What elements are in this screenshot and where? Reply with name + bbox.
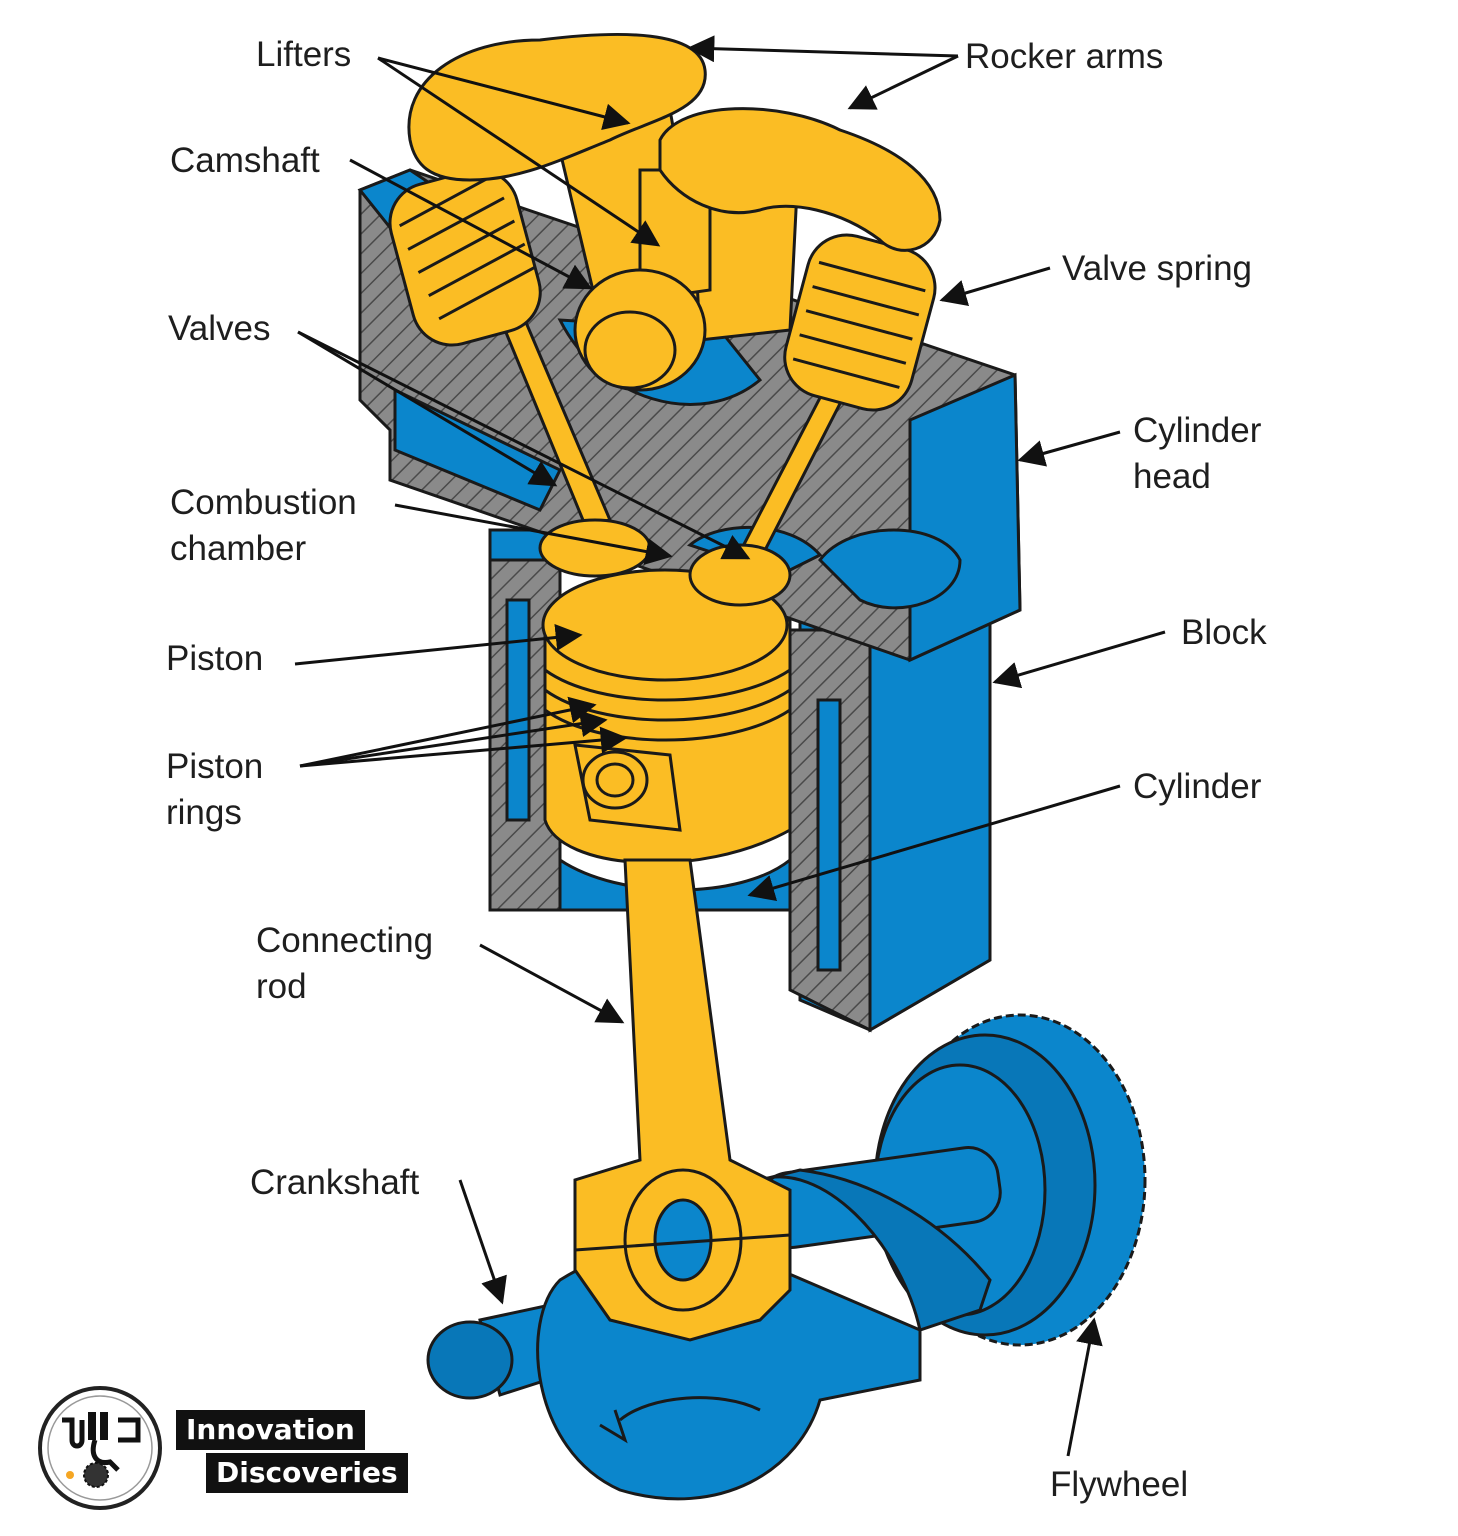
label-piston-rings: Piston rings (166, 747, 264, 832)
label-camshaft: Camshaft (170, 141, 320, 180)
label-connecting-rod: Connecting rod (256, 921, 434, 1006)
label-piston: Piston (166, 639, 264, 678)
connecting-rod-shape (573, 858, 792, 1342)
label-valve-spring: Valve spring (1062, 249, 1253, 288)
rocker-arms-shape (407, 32, 942, 252)
label-combustion-chamber: Combustion chamber (170, 483, 357, 568)
label-cylinder: Cylinder (1133, 767, 1262, 806)
gear-logo-icon (38, 1386, 162, 1510)
label-valves: Valves (168, 309, 271, 348)
label-cylinder-head: Cylinder head (1133, 411, 1262, 496)
label-lifters: Lifters (256, 35, 352, 74)
brand-line-2: Discoveries (206, 1453, 408, 1493)
label-crankshaft: Crankshaft (250, 1163, 420, 1202)
leader-lines (294, 35, 1166, 1457)
brand-line-1: Innovation (176, 1410, 365, 1450)
label-flywheel: Flywheel (1050, 1465, 1189, 1504)
label-block: Block (1181, 613, 1267, 652)
piston-shape (541, 568, 792, 865)
label-rocker-arms: Rocker arms (965, 37, 1164, 76)
